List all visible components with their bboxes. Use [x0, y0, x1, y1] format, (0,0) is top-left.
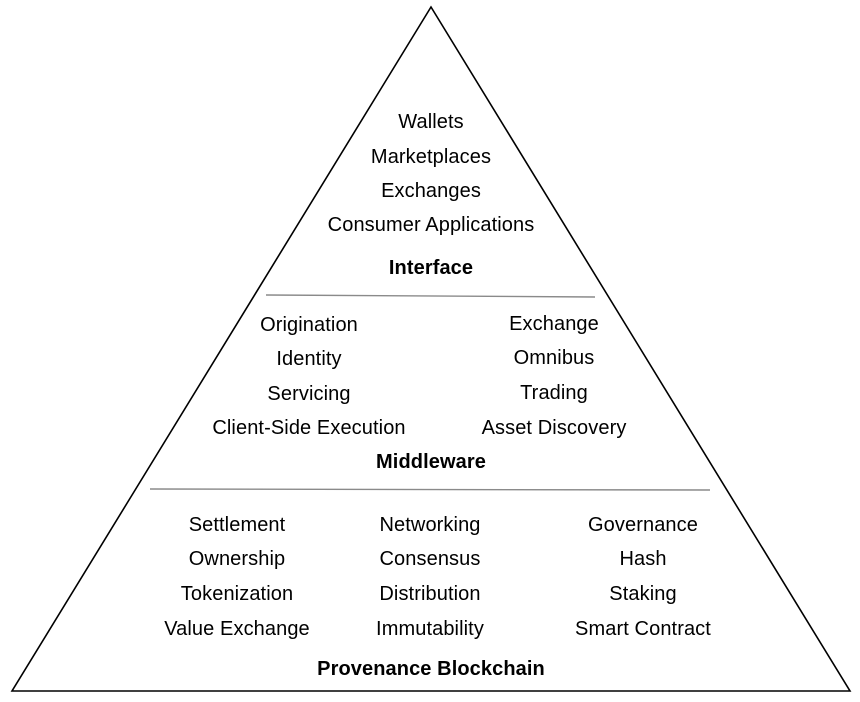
divider-interface-middleware	[265, 294, 596, 298]
interface-item: Wallets	[398, 111, 464, 133]
middleware-right-item: Exchange	[509, 313, 599, 335]
blockchain-col2-item: Immutability	[376, 618, 484, 640]
middleware-left-item: Origination	[260, 314, 358, 336]
interface-heading: Interface	[388, 257, 474, 279]
blockchain-col3-item: Hash	[619, 548, 667, 570]
interface-item: Consumer Applications	[327, 214, 535, 236]
blockchain-col3-item: Staking	[609, 583, 677, 605]
middleware-left-item: Identity	[276, 348, 342, 370]
pyramid-outline	[10, 5, 852, 692]
blockchain-col3-item: Governance	[588, 514, 698, 536]
middleware-right-item: Trading	[520, 382, 588, 404]
blockchain-col1-item: Tokenization	[180, 583, 294, 605]
blockchain-col1-item: Settlement	[188, 514, 286, 536]
blockchain-col1-item: Value Exchange	[164, 618, 310, 640]
middleware-right-item: Omnibus	[513, 347, 595, 369]
middleware-left-item: Servicing	[267, 383, 351, 405]
blockchain-col1-item: Ownership	[188, 548, 286, 570]
interface-item: Marketplaces	[370, 146, 492, 168]
middleware-heading: Middleware	[376, 451, 486, 473]
middleware-left-item: Client-Side Execution	[212, 417, 406, 439]
interface-item: Exchanges	[381, 180, 481, 202]
blockchain-col2-item: Distribution	[379, 583, 481, 605]
divider-middleware-blockchain	[149, 488, 711, 491]
blockchain-col3-item: Smart Contract	[575, 618, 711, 640]
blockchain-col2-item: Networking	[379, 514, 481, 536]
blockchain-col2-item: Consensus	[379, 548, 481, 570]
middleware-right-item: Asset Discovery	[481, 417, 627, 439]
blockchain-heading: Provenance Blockchain	[317, 658, 545, 680]
